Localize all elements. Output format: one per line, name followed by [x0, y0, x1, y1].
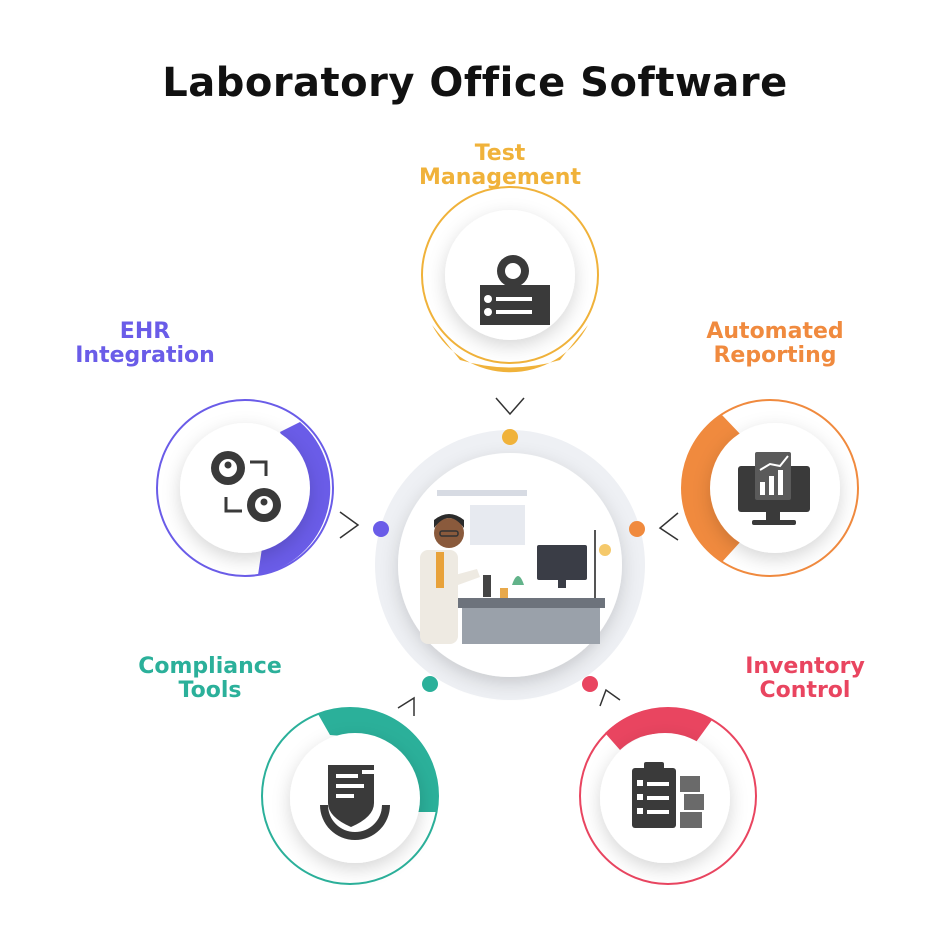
label-line-2: Reporting	[713, 343, 837, 368]
connector-dot-compliance	[422, 676, 438, 692]
node-pointer	[658, 512, 679, 541]
node-pointer	[495, 397, 525, 416]
label-line-2: Tools	[178, 678, 242, 703]
node-accent-band	[605, 707, 712, 750]
lab-shelf	[437, 490, 527, 496]
node-outer-ring	[156, 399, 334, 577]
beaker	[500, 588, 508, 598]
node-pointer	[397, 696, 415, 716]
label-line-1: Test	[474, 141, 526, 166]
label-line-2: Management	[419, 165, 581, 190]
node-automated-reporting[interactable]	[658, 399, 859, 577]
lab-monitor	[537, 545, 587, 580]
node-icon-circle	[180, 423, 310, 553]
label-compliance-tools: Compliance Tools	[100, 655, 320, 703]
connector-dot-reporting	[629, 521, 645, 537]
plant	[512, 576, 524, 585]
label-ehr-integration: EHR Integration	[40, 320, 250, 368]
label-line-1: Automated	[706, 319, 844, 344]
node-pointer	[339, 511, 360, 539]
scientist-head	[434, 518, 464, 548]
page-title: Laboratory Office Software	[162, 60, 788, 106]
connector-dot-ehr	[373, 521, 389, 537]
center-hub	[373, 429, 645, 700]
node-pointer	[599, 688, 621, 707]
monitor-stand	[558, 580, 566, 588]
lab-bench-top	[455, 598, 605, 608]
arm	[455, 569, 480, 585]
monitor-report-chart-icon	[738, 452, 810, 525]
label-automated-reporting: Automated Reporting	[665, 320, 885, 368]
label-test-management: Test Management	[400, 142, 600, 190]
node-inventory-control[interactable]	[579, 688, 757, 885]
node-ehr-integration[interactable]	[156, 399, 360, 577]
hair	[434, 514, 464, 528]
gears-user-sync-icon	[211, 451, 281, 522]
node-outer-ring	[421, 186, 599, 364]
label-line-2: Control	[759, 678, 851, 703]
flask	[599, 544, 611, 556]
lab-coat	[420, 550, 458, 644]
connector-dot-inventory	[582, 676, 598, 692]
shield-gear-document-icon	[320, 765, 390, 840]
tie	[436, 552, 444, 588]
clipboard-boxes-icon	[632, 762, 704, 828]
lab-bench	[462, 608, 600, 644]
node-outer-ring	[681, 399, 859, 577]
scientist-illustration	[420, 490, 611, 644]
label-inventory-control: Inventory Control	[700, 655, 910, 703]
lab-cabinet	[470, 505, 525, 545]
microscope	[483, 575, 491, 597]
label-line-1: Compliance	[138, 654, 282, 679]
node-test-management[interactable]	[421, 186, 599, 416]
label-line-1: Inventory	[745, 654, 865, 679]
glasses	[439, 530, 459, 537]
node-compliance-tools[interactable]	[261, 696, 439, 885]
connector-dot-test	[502, 429, 518, 445]
gear-document-checklist-icon	[480, 255, 550, 325]
label-line-1: EHR	[119, 319, 171, 344]
label-line-2: Integration	[75, 343, 215, 368]
